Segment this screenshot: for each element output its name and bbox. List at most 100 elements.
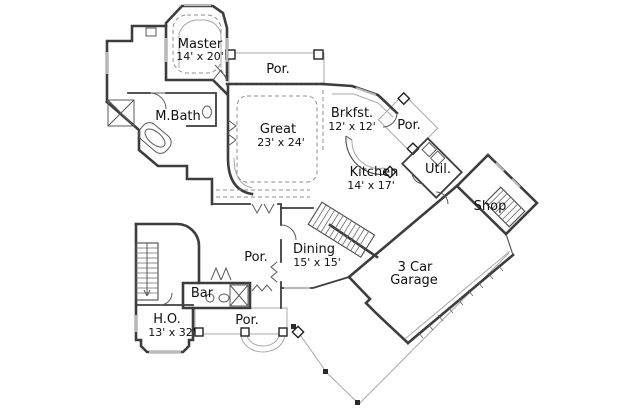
- french-doors-great-south: [251, 203, 275, 215]
- room-dims-dining: 15' x 15': [293, 256, 341, 269]
- dryer-icon: [429, 150, 446, 166]
- garage-southwest-wall: [347, 275, 410, 345]
- top-porch-post-icon: [313, 49, 324, 60]
- room-dims-breakfast: 12' x 12': [328, 120, 376, 133]
- windows: [105, 3, 521, 354]
- ceiling-details: [172, 14, 318, 198]
- driveway-post-icon: [323, 369, 328, 374]
- right-porch-post-icon: [397, 91, 411, 106]
- room-label-garage-line2: Garage: [390, 273, 438, 288]
- closet-cross: [229, 284, 249, 307]
- master-bay-inner-line: [178, 19, 222, 68]
- bathtub-icon: [138, 122, 172, 154]
- french-doors-great-west: [227, 119, 237, 147]
- room-label-utility: Util.: [425, 162, 451, 177]
- island-outer-arc: [345, 135, 389, 176]
- door-arc-breakfast-porch: [382, 112, 398, 128]
- master-left-wing-wall: [105, 4, 229, 104]
- window-breakfast: [355, 86, 377, 97]
- toilet-icon: [218, 293, 230, 303]
- utility-walls: [401, 137, 463, 199]
- stair-direction-arrow: [143, 243, 151, 297]
- french-doors-center-porch: [210, 266, 232, 281]
- room-dims-master: 14' x 20': [176, 50, 224, 63]
- great-tray-ceiling: [236, 95, 318, 183]
- bottom-porch-post-icon: [240, 327, 250, 337]
- room-dims-home-office: 13' x 32': [148, 326, 196, 339]
- garage-northwest-wall: [347, 183, 460, 279]
- left-staircase: [135, 242, 159, 301]
- room-label-shop: Shop: [474, 199, 507, 214]
- window-home-office-bay: [134, 315, 181, 354]
- room-label-dining: Dining: [293, 242, 335, 257]
- shower-outline: [107, 99, 135, 127]
- bottom-porch-diamond-post: [291, 325, 305, 339]
- room-label-porch-bottom: Por.: [235, 313, 259, 328]
- shower-cross: [107, 99, 135, 127]
- room-label-mbath: M.Bath: [155, 109, 201, 124]
- stairs: [135, 186, 526, 301]
- stair-outline: [307, 201, 376, 258]
- doors: [149, 64, 449, 306]
- gallery-south-wall: [211, 203, 282, 309]
- pantry-post-icon: [383, 165, 397, 179]
- stair-hall-wall: [328, 223, 379, 259]
- accordion-door-bar: [251, 284, 273, 292]
- bar-fixtures: [205, 284, 249, 307]
- room-label-master: Master: [178, 37, 223, 52]
- room-label-bar: Bar: [191, 286, 214, 301]
- room-label-porch-right: Por.: [397, 118, 421, 133]
- washer-icon: [421, 141, 437, 158]
- fixtures: [107, 27, 397, 307]
- door-arc-mbath: [149, 92, 167, 110]
- bottom-porch-post-icon: [278, 327, 288, 337]
- shower-icon: [107, 99, 135, 127]
- fireplace-nook-inner-arc: [233, 157, 253, 189]
- sink-icon: [205, 293, 215, 303]
- room-label-porch-center: Por.: [244, 250, 268, 265]
- toilet-icon: [202, 105, 212, 119]
- room-dims-great: 23' x 24': [257, 136, 305, 149]
- garage-door-inner-line: [404, 250, 511, 340]
- kitchen-counter-line: [332, 93, 394, 118]
- garage-northeast-wall: [505, 233, 514, 256]
- closet-outline: [229, 284, 249, 307]
- room-label-kitchen: Kitchen: [350, 165, 399, 180]
- shop-staircase: [484, 186, 526, 228]
- room-label-garage-line1: 3 Car: [398, 260, 433, 275]
- room-label-breakfast: Brkfst.: [331, 106, 373, 121]
- garage-door-wall: [406, 253, 515, 345]
- kitchen-pantry-post: [383, 165, 397, 179]
- bottom-porch-post-icon: [194, 327, 204, 337]
- entry-staircase: [307, 201, 376, 258]
- tub-outline: [138, 122, 172, 154]
- room-labels: Master 14' x 20' Por. M.Bath Great 23' x…: [148, 37, 506, 339]
- driveway-post-icon: [291, 324, 296, 329]
- door-master-corner: [212, 64, 228, 81]
- accordion-door-porch-dining: [270, 261, 278, 283]
- door-arc-garage-entry: [435, 191, 449, 205]
- stair-treads: [487, 189, 522, 224]
- driveway-post-icon: [355, 400, 360, 405]
- window-seat-icon: [145, 27, 157, 37]
- stair-outline: [484, 186, 526, 228]
- garage-door-panel-ticks: [417, 264, 504, 339]
- bottom-porch-post-icon: [291, 325, 305, 339]
- utility-room: [401, 137, 463, 199]
- door-arc-home-office: [159, 292, 173, 306]
- right-porch-post-icon: [406, 142, 420, 156]
- window-master-bay-sides: [164, 38, 229, 62]
- curved-hall-wall: [134, 222, 201, 285]
- door-arc-dining: [280, 224, 297, 241]
- tub-basin: [144, 128, 166, 148]
- door-arc-utility: [411, 171, 425, 185]
- bottom-porch-arc-outer: [240, 333, 286, 353]
- room-label-porch-top: Por.: [266, 62, 290, 77]
- bar-walls: [181, 281, 252, 310]
- window-shop: [495, 162, 521, 188]
- bottom-porch-arc-inner: [246, 333, 280, 347]
- stair-treads: [312, 204, 369, 254]
- room-label-great: Great: [260, 122, 296, 137]
